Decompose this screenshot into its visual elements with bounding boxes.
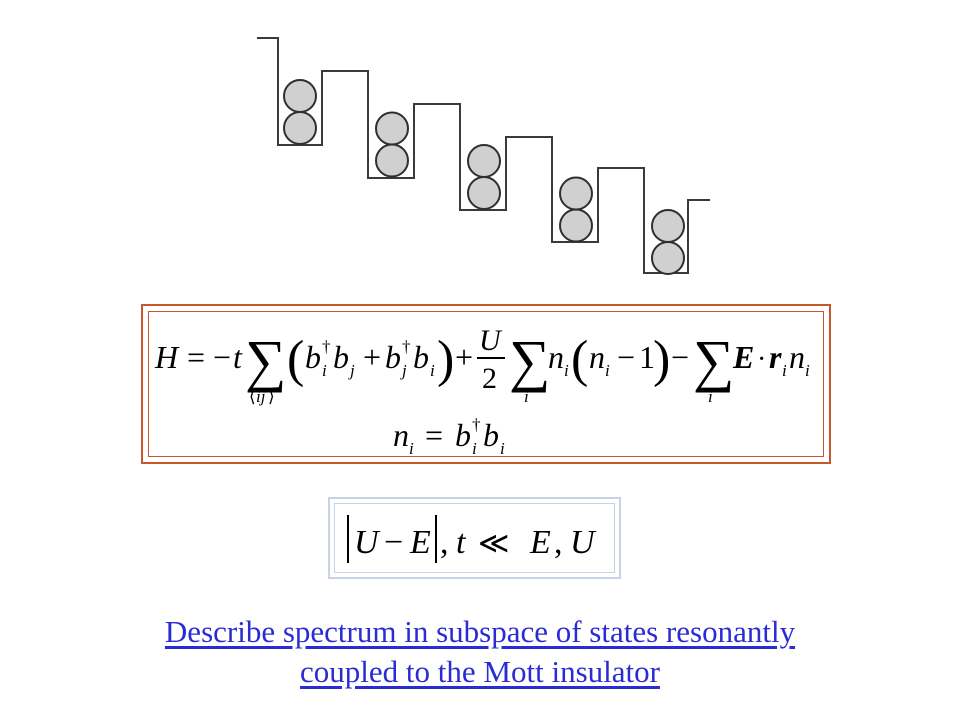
atom-circle xyxy=(559,176,593,211)
condition-equation: U − E , t ≪ E , U xyxy=(347,515,597,563)
svg-text:†: † xyxy=(472,415,481,434)
svg-text:n: n xyxy=(548,339,564,375)
svg-text:1: 1 xyxy=(639,339,655,375)
svg-text:i: i xyxy=(782,361,787,380)
atoms-group xyxy=(283,79,685,275)
hamiltonian-inner-border xyxy=(148,311,824,457)
caption-line-1[interactable]: Describe spectrum in subspace of states … xyxy=(164,614,796,649)
svg-text:=: = xyxy=(425,417,443,453)
svg-text:i: i xyxy=(708,387,713,406)
svg-text:≪: ≪ xyxy=(478,527,509,560)
svg-text:⟩: ⟩ xyxy=(268,387,275,406)
svg-text:H: H xyxy=(154,339,180,375)
svg-text:b: b xyxy=(385,339,401,375)
svg-text:t: t xyxy=(233,339,243,375)
svg-text:i: i xyxy=(472,439,477,458)
atom-circle xyxy=(651,209,685,243)
svg-text:,: , xyxy=(440,524,449,561)
svg-text:(: ( xyxy=(287,331,304,388)
svg-text:b: b xyxy=(333,339,349,375)
svg-text:t: t xyxy=(456,524,467,561)
svg-text:j: j xyxy=(348,361,355,380)
svg-text:i: i xyxy=(409,439,414,458)
svg-text:2: 2 xyxy=(482,362,497,395)
caption-link[interactable]: Describe spectrum in subspace of states … xyxy=(60,612,900,692)
atom-circle xyxy=(283,79,317,113)
svg-text:ij: ij xyxy=(256,387,266,406)
svg-text:⟨: ⟨ xyxy=(249,387,256,406)
svg-text:,: , xyxy=(554,524,563,561)
well-wall-line xyxy=(257,37,710,274)
svg-text:r: r xyxy=(769,339,782,375)
svg-text:i: i xyxy=(500,439,505,458)
condition-box: U − E , t ≪ E , U xyxy=(328,497,621,579)
svg-text:U: U xyxy=(479,324,503,357)
svg-text:E: E xyxy=(732,339,754,375)
svg-text:−: − xyxy=(384,524,403,561)
svg-text:n: n xyxy=(789,339,805,375)
hamiltonian-box: H = − t ∑ ⟨ ij ⟩ ( b i † b j + b j † b i… xyxy=(141,304,831,464)
svg-text:·: · xyxy=(757,344,766,375)
svg-text:†: † xyxy=(322,337,331,356)
svg-text:=: = xyxy=(187,339,205,375)
svg-text:+: + xyxy=(363,339,381,375)
svg-text:): ) xyxy=(653,331,670,388)
svg-text:b: b xyxy=(483,417,499,453)
svg-text:−: − xyxy=(617,339,635,375)
svg-text:i: i xyxy=(605,361,610,380)
atom-circle xyxy=(467,176,501,210)
svg-text:i: i xyxy=(564,361,569,380)
atom-circle xyxy=(651,241,685,275)
svg-text:∑: ∑ xyxy=(509,328,550,393)
atom-circle xyxy=(283,111,317,145)
svg-text:n: n xyxy=(393,417,409,453)
potential-staircase xyxy=(257,37,710,274)
atom-circle xyxy=(467,144,501,178)
svg-text:†: † xyxy=(402,337,411,356)
svg-text:i: i xyxy=(524,387,529,406)
svg-text:−: − xyxy=(671,339,689,375)
atom-circle xyxy=(559,208,593,243)
svg-text:E: E xyxy=(529,524,551,561)
svg-text:U: U xyxy=(570,524,597,561)
condition-inner-border xyxy=(334,503,615,573)
svg-text:∑: ∑ xyxy=(245,328,286,393)
svg-text:+: + xyxy=(455,339,473,375)
svg-text:i: i xyxy=(430,361,435,380)
svg-text:): ) xyxy=(437,331,454,388)
svg-text:(: ( xyxy=(571,331,588,388)
svg-text:b: b xyxy=(305,339,321,375)
svg-text:b: b xyxy=(455,417,471,453)
tilted-lattice-diagram xyxy=(257,37,710,275)
svg-text:i: i xyxy=(322,361,327,380)
svg-text:∑: ∑ xyxy=(693,328,734,393)
svg-text:E: E xyxy=(409,524,431,561)
atom-circle xyxy=(375,111,409,146)
svg-text:U: U xyxy=(354,524,381,561)
svg-text:j: j xyxy=(400,361,407,380)
svg-text:b: b xyxy=(413,339,429,375)
caption-line-2[interactable]: coupled to the Mott insulator xyxy=(300,654,660,689)
svg-text:−: − xyxy=(213,339,231,375)
svg-text:n: n xyxy=(589,339,605,375)
atom-circle xyxy=(375,143,409,178)
svg-text:i: i xyxy=(805,361,810,380)
hamiltonian-equation: H = − t ∑ ⟨ ij ⟩ ( b i † b j + b j † b i… xyxy=(154,324,810,458)
